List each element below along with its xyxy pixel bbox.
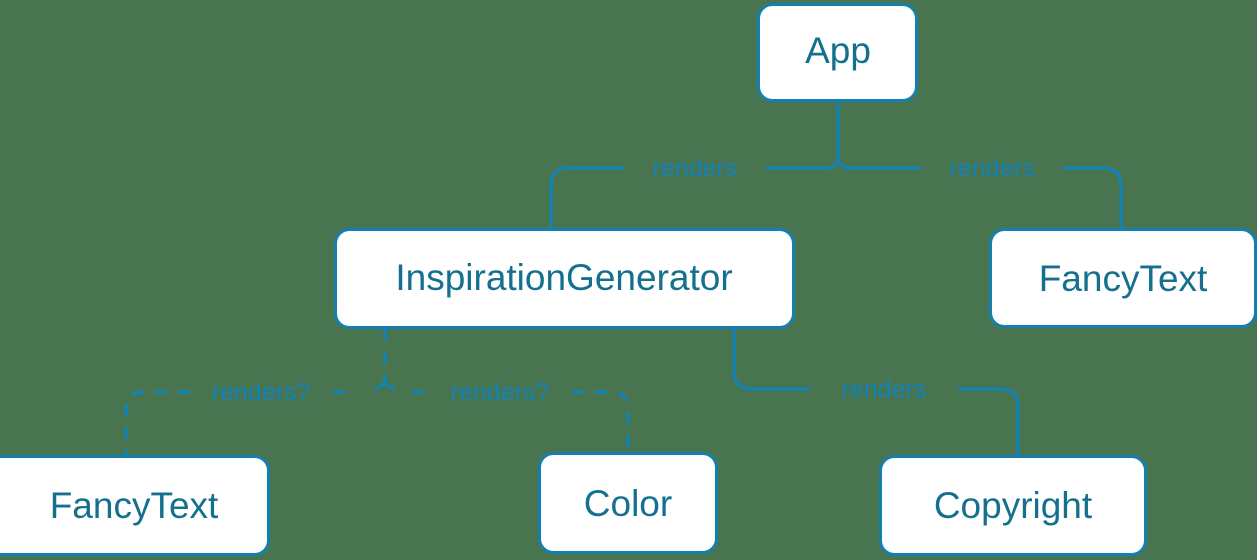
edge-segment (837, 161, 921, 170)
edge-segment (958, 387, 1020, 455)
edge-label-renders: renders (950, 155, 1035, 183)
node-label-app: App (805, 30, 871, 71)
edge-segment (369, 381, 386, 396)
edge-inspiration-generator-to-fancytext-bottom: renders? (124, 329, 387, 455)
edge-segment (384, 381, 401, 396)
node-box[interactable] (989, 228, 1257, 328)
edge-inspiration-generator-to-color: renders? (384, 379, 630, 452)
node-inspiration-generator[interactable]: InspirationGenerator (334, 228, 795, 329)
node-label-color: Color (584, 483, 672, 524)
edge-segment (1063, 166, 1123, 228)
node-color[interactable]: Color (538, 452, 718, 554)
edge-inspiration-generator-to-copyright: renders (732, 329, 1020, 455)
edge-segment (124, 390, 190, 455)
node-box[interactable] (879, 455, 1147, 556)
node-copyright[interactable]: Copyright (879, 455, 1147, 556)
node-label-fancytext: FancyText (50, 485, 219, 526)
node-label-inspiration-generator: InspirationGenerator (395, 257, 732, 298)
edge-app-to-inspiration-generator: renders (549, 102, 840, 228)
edge-label-renders-question: renders? (212, 379, 311, 407)
node-box[interactable] (0, 455, 270, 556)
node-box[interactable] (757, 3, 918, 102)
edge-segment (572, 390, 630, 452)
edge-app-to-fancytext-top: renders (837, 155, 1123, 228)
node-fancytext-bottom[interactable]: FancyText (0, 455, 270, 556)
edge-label-renders-question: renders? (451, 379, 550, 407)
node-box[interactable] (334, 228, 795, 329)
edge-segment (732, 329, 810, 391)
edge-label-renders: renders (842, 376, 927, 404)
edge-segment (829, 102, 840, 170)
node-label-copyright: Copyright (934, 485, 1093, 526)
node-fancytext-top[interactable]: FancyText (989, 228, 1257, 328)
node-app[interactable]: App (757, 3, 918, 102)
node-box[interactable] (538, 452, 718, 554)
edge-label-renders: renders (653, 155, 738, 183)
edge-segment (549, 166, 624, 228)
node-label-fancytext: FancyText (1039, 258, 1208, 299)
